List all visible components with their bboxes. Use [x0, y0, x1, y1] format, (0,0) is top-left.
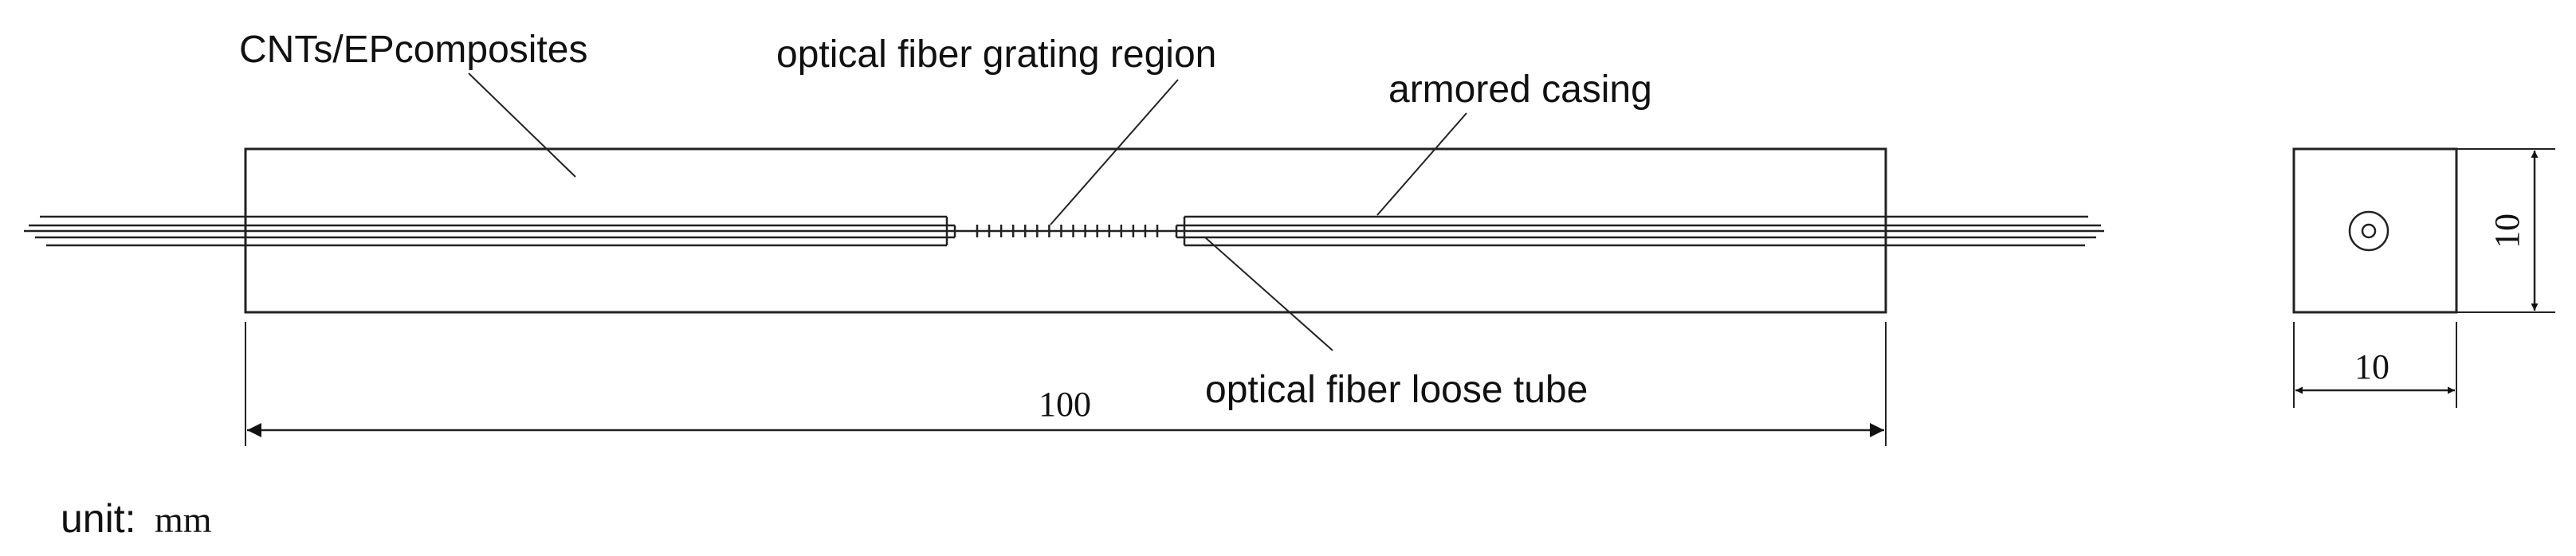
- cross-section-view: 10 10: [2292, 147, 2555, 408]
- width-value: 10: [2354, 347, 2389, 386]
- height-value: 10: [2488, 213, 2527, 249]
- side-view: 100 CNTs/EPcomposites optical fiber grat…: [24, 29, 2104, 446]
- label-grating: optical fiber grating region: [776, 33, 1216, 76]
- grating-ticks: [976, 225, 1159, 237]
- label-casing: armored casing: [1388, 69, 1652, 111]
- label-loose-tube: optical fiber loose tube: [1205, 369, 1588, 411]
- left-fiber-lines: [24, 215, 245, 247]
- width-dimension: 10: [2293, 322, 2457, 408]
- leader-casing: [1376, 112, 1467, 216]
- unit-value: mm: [155, 499, 212, 540]
- leader-composite: [468, 72, 576, 178]
- fiber-outer-circle: [2348, 210, 2389, 252]
- height-dimension: 10: [2456, 148, 2555, 313]
- left-armored-section: [245, 215, 966, 247]
- leader-loose-tube: [1204, 237, 1333, 351]
- right-fiber-lines: [1886, 215, 2104, 247]
- leader-grating: [1050, 79, 1179, 225]
- right-armored-section: [1165, 215, 1886, 247]
- length-dimension: 100: [245, 322, 1887, 446]
- length-value: 100: [1039, 385, 1091, 424]
- unit-prefix: unit:: [61, 496, 136, 541]
- label-composite: CNTs/EPcomposites: [239, 29, 587, 71]
- fiber-inner-circle: [2361, 223, 2377, 239]
- cross-section-square: [2292, 147, 2458, 314]
- unit-note: unit: mm: [61, 496, 212, 541]
